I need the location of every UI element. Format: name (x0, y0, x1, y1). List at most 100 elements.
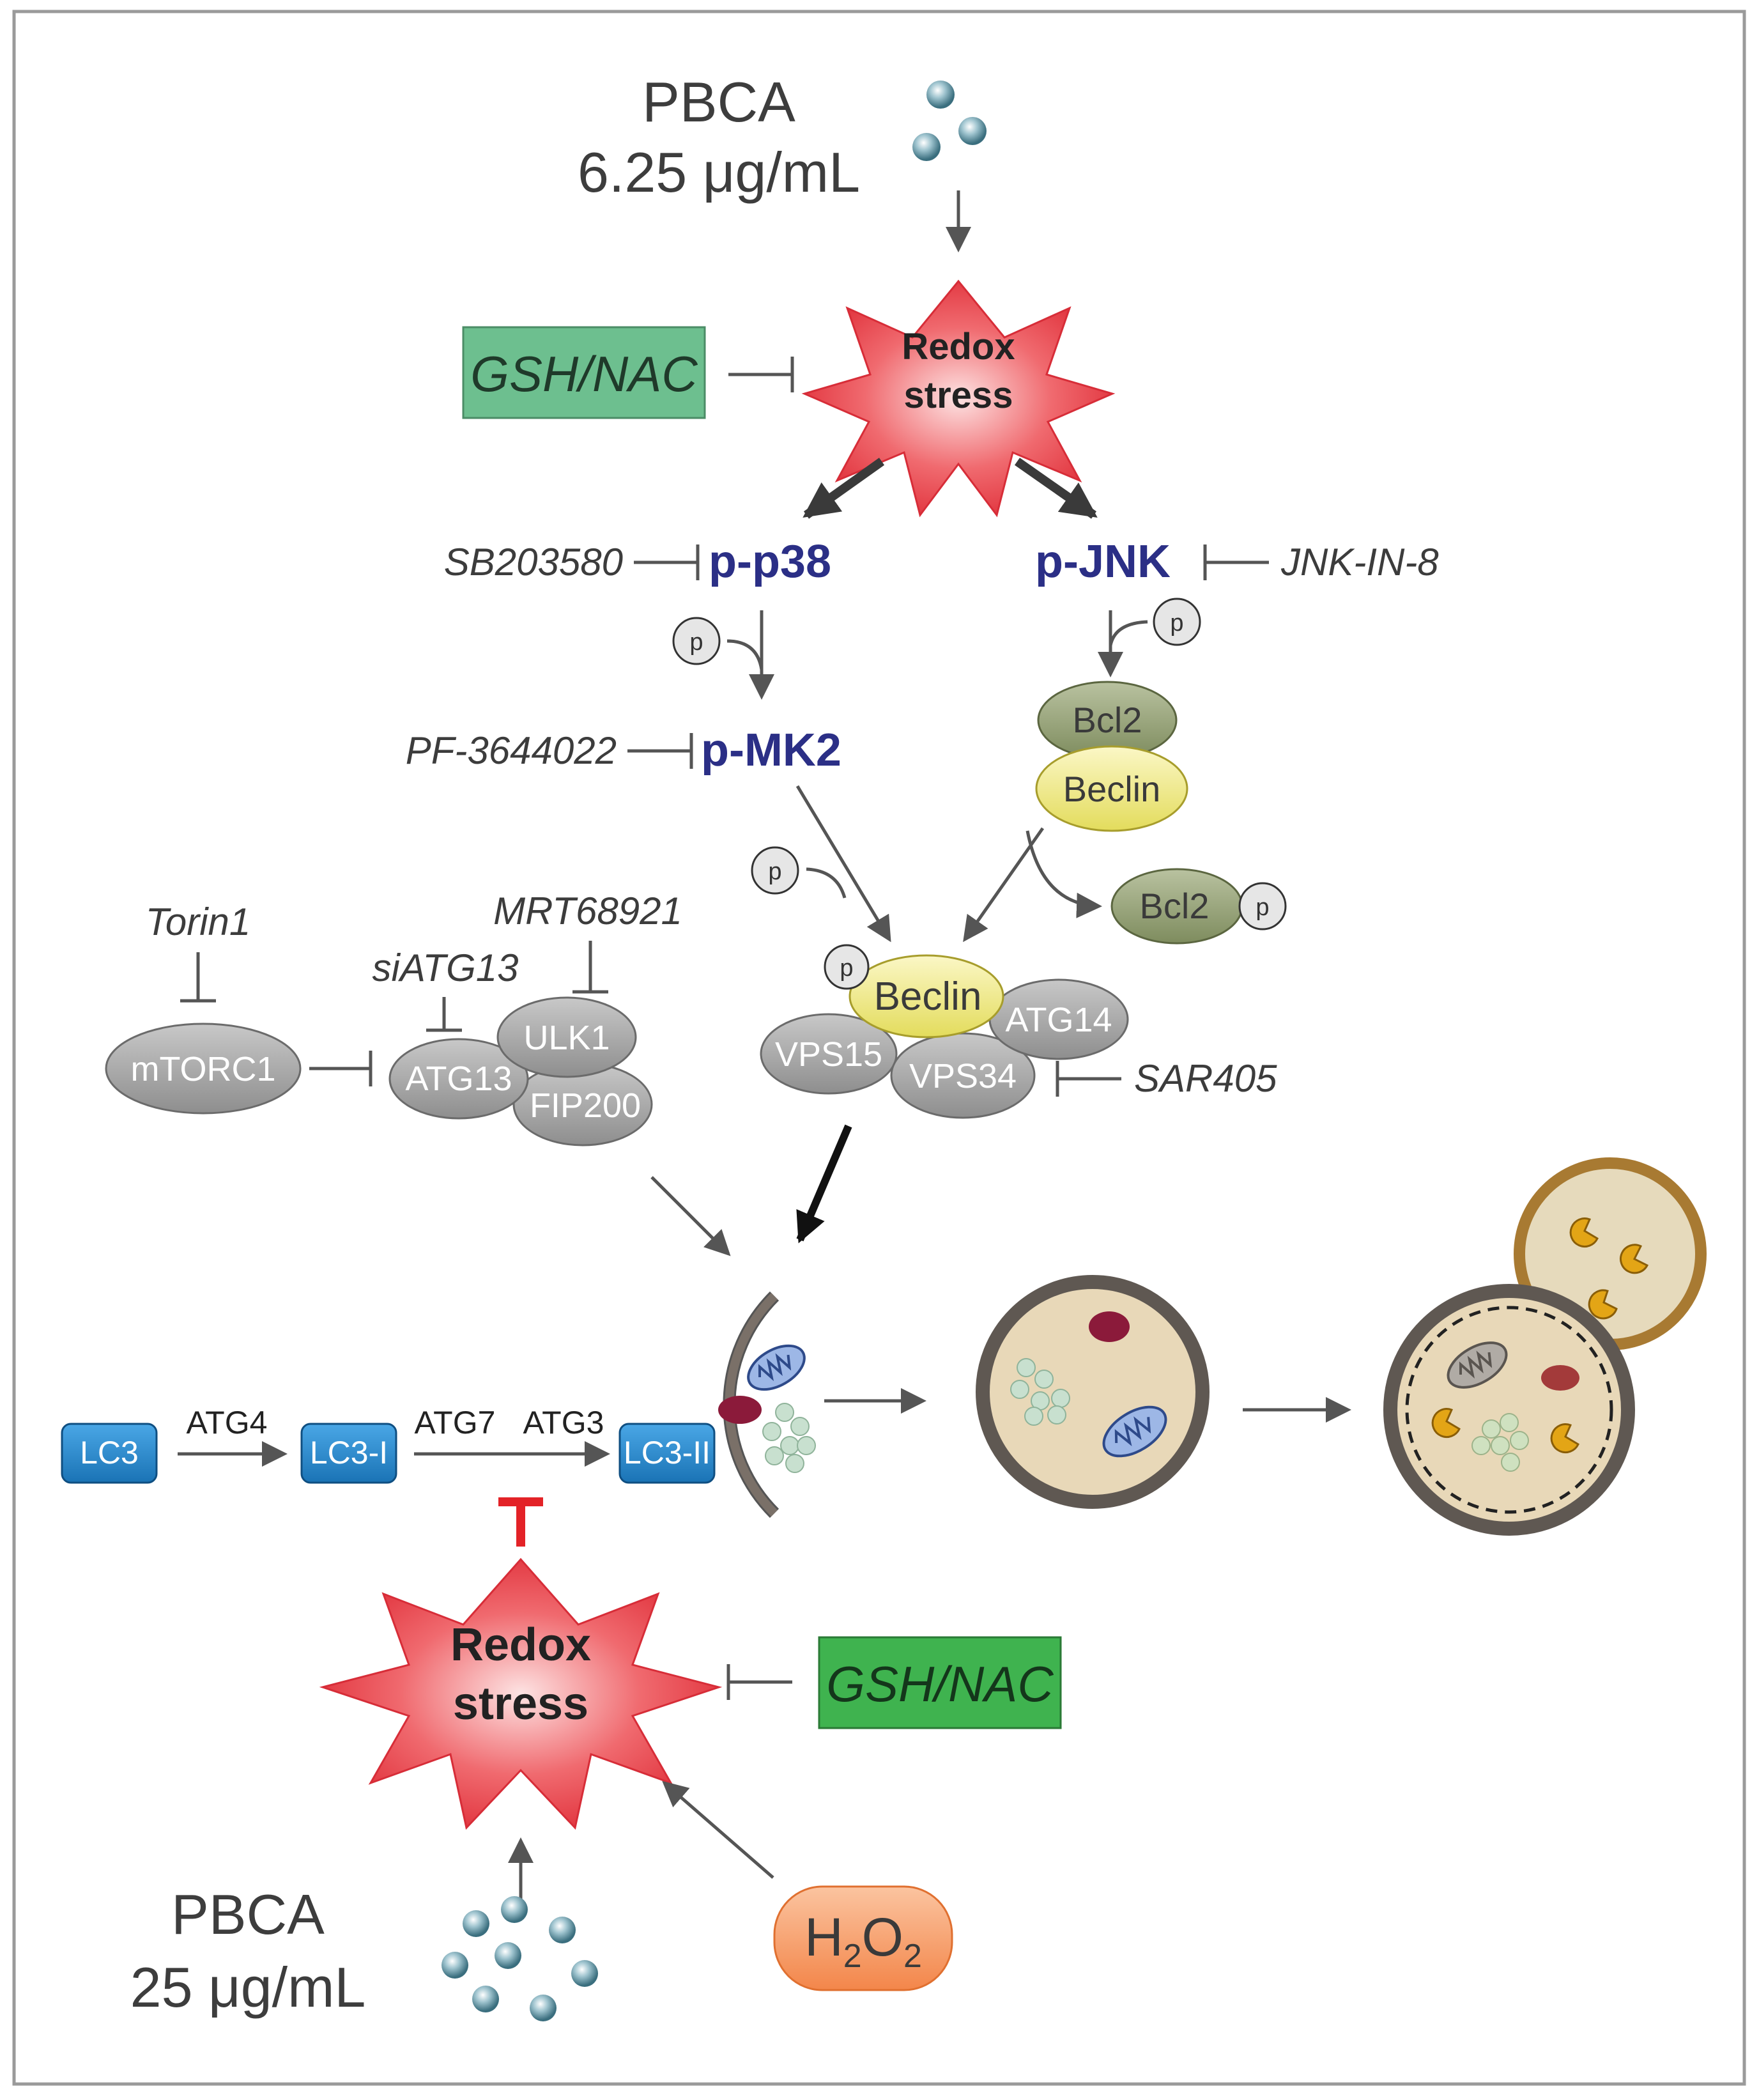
autophagosome-mitochondrion (1102, 1405, 1167, 1458)
redox-stress-star-top (801, 279, 1116, 518)
redox-top-line2: stress (904, 374, 1013, 416)
lc3ii-label: LC3-II (624, 1435, 711, 1471)
top-stimulus-name: PBCA (642, 70, 795, 134)
autolysosome-cargo-red (1541, 1365, 1579, 1391)
inhibit-sar405 (1056, 1061, 1121, 1097)
phospho-circle-mk2 (751, 846, 799, 895)
phospho-p38: p (689, 629, 703, 656)
phospho-mk2: p (768, 858, 781, 885)
lc3i-box (300, 1423, 397, 1484)
autolysosome-cargo-dots (1471, 1413, 1529, 1472)
phospho-complex: p (840, 955, 853, 982)
bottom-stimulus-name: PBCA (171, 1883, 325, 1946)
phospho-bcl2: p (1256, 894, 1269, 921)
phagophore-cargo-dots (762, 1403, 816, 1473)
atg3-label: ATG3 (523, 1405, 604, 1440)
phospho-jnk: p (1170, 610, 1183, 637)
gsh-nac-label-top: GSH/NAC (470, 346, 698, 402)
phospho-curve-jnk (1109, 620, 1148, 646)
inhibit-jnkin-jnk (1203, 544, 1269, 580)
inhibit-pf-mk2 (627, 733, 693, 769)
p-jnk-label: p-JNK (1035, 536, 1171, 587)
inhibit-gsh-top (728, 357, 794, 392)
arrow-redox-to-jnk (1014, 458, 1098, 519)
inhibit-torin1 (180, 952, 216, 1003)
vps15-ellipse (760, 1013, 898, 1095)
bottom-stimulus-dose: 25 μg/mL (130, 1956, 366, 2019)
redox-top-line1: Redox (902, 326, 1015, 367)
autophagosome-cargo-red (1089, 1311, 1130, 1342)
atg13-ellipse (388, 1038, 529, 1120)
arrow-redox-to-p38 (803, 458, 885, 519)
gsh-nac-box-top (462, 326, 706, 419)
autolysosome-inner-membrane (1405, 1306, 1613, 1514)
autolysosome-mitochondrion (1447, 1341, 1508, 1389)
gsh-nac-box-bottom (818, 1636, 1062, 1729)
sb203580-label: SB203580 (444, 541, 623, 583)
vps34-label: VPS34 (909, 1057, 1017, 1095)
arrow-mk2-to-complex (795, 785, 891, 943)
h2o2-formula: H2O2 (804, 1907, 922, 1975)
atg14-label: ATG14 (1005, 1001, 1112, 1039)
sar405-label: SAR405 (1134, 1057, 1277, 1100)
h2o2-o: O (862, 1907, 903, 1967)
arrow-pi3k-to-phagophore (796, 1124, 852, 1244)
fip200-label: FIP200 (530, 1086, 641, 1125)
redox-stress-star-bottom (319, 1557, 723, 1830)
arrow-beclin-to-complex (963, 827, 1045, 943)
arrow-bcl2-release (1025, 830, 1102, 918)
h2o2-sub2: 2 (903, 1938, 922, 1975)
mrt68921-label: MRT68921 (493, 890, 682, 932)
arrow-ulk1-to-phagophore (650, 1176, 731, 1256)
lc3-label: LC3 (80, 1435, 139, 1471)
redox-bottom-line2: stress (453, 1678, 588, 1729)
inhibit-gsh-bottom (726, 1664, 792, 1700)
inhibit-mtorc1-atg13 (309, 1051, 373, 1086)
arrow-h2o2-to-redox (662, 1780, 774, 1879)
p-mk2-label: p-MK2 (701, 725, 841, 776)
complex-beclin-label: Beclin (874, 975, 982, 1019)
bottom-nanoparticles (442, 1896, 598, 2021)
ulk1-ellipse (496, 996, 637, 1078)
phospho-circle-complex (824, 944, 870, 990)
p-p38-label: p-p38 (709, 536, 831, 587)
bcl2-phospho-label: Bcl2 (1140, 886, 1210, 926)
phospho-curve-p38 (726, 639, 764, 670)
h2o2-h: H (804, 1907, 843, 1967)
gsh-nac-label-bottom: GSH/NAC (826, 1656, 1054, 1712)
jnk-in-8-label: JNK-IN-8 (1280, 541, 1439, 583)
atg7-label: ATG7 (415, 1405, 496, 1440)
complex-beclin-ellipse (849, 954, 1004, 1038)
lc3ii-box (618, 1423, 716, 1484)
phospho-circle-p38 (672, 617, 721, 665)
autolysosome-enzymes (1431, 1408, 1579, 1453)
inhibit-sb-p38 (634, 544, 700, 580)
mtorc1-ellipse (105, 1023, 302, 1115)
ulk1-label: ULK1 (523, 1019, 610, 1057)
inhibit-siatg13 (426, 997, 462, 1032)
phospho-circle-jnk (1153, 598, 1201, 646)
lc3i-label: LC3-I (310, 1435, 388, 1471)
siatg13-label: siATG13 (373, 946, 519, 989)
lc3-box (61, 1423, 158, 1484)
phospho-curve-mk2 (806, 867, 847, 899)
autolysosome (1383, 1284, 1635, 1536)
h2o2-sub1: 2 (843, 1938, 862, 1975)
red-inhibition-bar (498, 1497, 543, 1547)
autophagosome-cargo-dots (1010, 1358, 1070, 1426)
phagophore-mitochondrion (747, 1344, 806, 1391)
atg4-label: ATG4 (187, 1405, 268, 1440)
atg13-label: ATG13 (405, 1060, 512, 1098)
redox-bottom-line1: Redox (450, 1619, 591, 1671)
phagophore-cargo-red (718, 1396, 762, 1424)
beclin-label: Beclin (1063, 769, 1161, 809)
lysosome-enzymes (1569, 1217, 1649, 1320)
beclin-ellipse (1035, 745, 1188, 832)
pf-3644022-label: PF-3644022 (406, 729, 617, 772)
inhibit-mrt68921 (572, 941, 608, 994)
top-nanoparticles (912, 81, 987, 161)
vps15-label: VPS15 (775, 1035, 882, 1074)
h2o2-pill (773, 1885, 953, 1991)
